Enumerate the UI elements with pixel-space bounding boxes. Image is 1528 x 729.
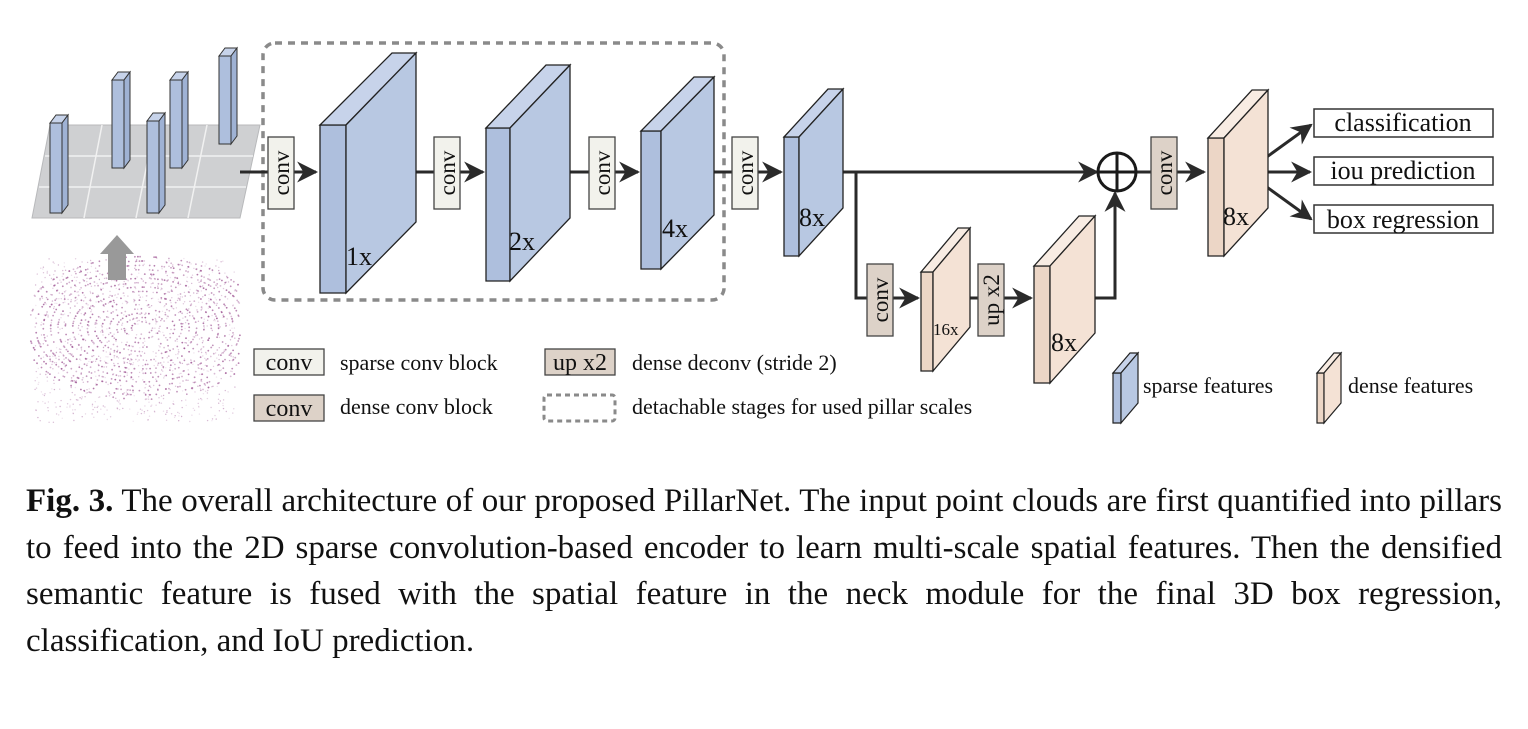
caption-text: The overall architecture of our proposed… [26, 483, 1503, 659]
svg-text:conv: conv [868, 277, 893, 322]
legend-upsample: up x2 dense deconv (stride 2) [544, 348, 837, 376]
svg-text:iou prediction: iou prediction [1330, 156, 1475, 185]
sparse-conv-block-4: conv [731, 136, 759, 210]
svg-text:conv: conv [590, 150, 615, 195]
svg-text:up x2: up x2 [979, 274, 1004, 326]
svg-text:conv: conv [1152, 150, 1177, 195]
input-arrow-icon [100, 235, 134, 280]
pillar-4 [169, 70, 189, 170]
scale-label-8x: 8x [799, 203, 825, 232]
svg-text:sparse conv block: sparse conv block [340, 350, 498, 375]
legend-dense-conv: conv dense conv block [253, 394, 493, 422]
sparse-conv-block-3: conv [588, 136, 616, 210]
svg-text:conv: conv [435, 150, 460, 195]
sparse-conv-block-2: conv [433, 136, 461, 210]
feature-volume-head-8x: 8x [1206, 88, 1270, 258]
svg-text:sparse features: sparse features [1143, 373, 1273, 398]
upsample-block: up x2 [977, 263, 1005, 337]
sparse-conv-block-1: conv [267, 136, 295, 210]
feature-volume-2x: 2x [484, 63, 572, 283]
svg-text:dense conv block: dense conv block [340, 394, 493, 419]
output-iou-prediction: iou prediction [1313, 156, 1494, 186]
scale-label-2x: 2x [509, 227, 535, 256]
svg-text:conv: conv [269, 150, 294, 195]
output-classification: classification [1313, 108, 1494, 138]
svg-text:conv: conv [266, 350, 313, 376]
caption-label: Fig. 3. [26, 483, 114, 519]
feature-volume-4x: 4x [639, 75, 716, 271]
figure-caption: Fig. 3. The overall architecture of our … [26, 478, 1502, 664]
svg-text:box regression: box regression [1327, 205, 1479, 234]
svg-text:up x2: up x2 [553, 350, 607, 376]
dense-conv-block-head: conv [1150, 136, 1178, 210]
scale-label-4x: 4x [662, 214, 688, 243]
feature-volume-16x-dense: 16x [919, 226, 972, 373]
point-cloud-image [29, 255, 241, 423]
feature-volume-8x-sparse: 8x [782, 87, 845, 258]
svg-text:detachable stages for used pil: detachable stages for used pillar scales [632, 394, 972, 419]
neck-scale-label-8x: 8x [1051, 328, 1077, 357]
pillar-1 [49, 113, 69, 215]
pillar-grid [31, 124, 261, 219]
feature-volume-8x-dense: 8x [1032, 214, 1097, 385]
svg-text:classification: classification [1334, 108, 1471, 137]
svg-text:dense features: dense features [1348, 373, 1473, 398]
svg-text:conv: conv [266, 396, 313, 422]
pillar-2 [111, 70, 131, 170]
feature-volume-1x: 1x [318, 51, 418, 295]
svg-text:conv: conv [733, 150, 758, 195]
feature-sum-icon [1096, 151, 1138, 193]
legend-dense-features: dense features [1315, 351, 1473, 425]
scale-label-1x: 1x [346, 242, 372, 271]
pillars [49, 46, 238, 215]
legend: conv sparse conv block conv dense conv b… [253, 348, 1473, 425]
architecture-diagram: 1x 2x 4x 8x 16x 8x 8x conv [29, 41, 1494, 425]
pillar-3 [146, 111, 166, 215]
legend-sparse-features: sparse features [1111, 351, 1273, 425]
pillar-5 [218, 46, 238, 146]
output-box-regression: box regression [1313, 204, 1494, 234]
head-scale-label-8x: 8x [1223, 202, 1249, 231]
scale-label-16x: 16x [933, 320, 959, 339]
legend-sparse-conv: conv sparse conv block [253, 348, 498, 376]
svg-text:dense deconv (stride 2): dense deconv (stride 2) [632, 350, 837, 375]
legend-detachable: detachable stages for used pillar scales [542, 393, 972, 423]
dense-conv-block-neck: conv [866, 263, 894, 337]
